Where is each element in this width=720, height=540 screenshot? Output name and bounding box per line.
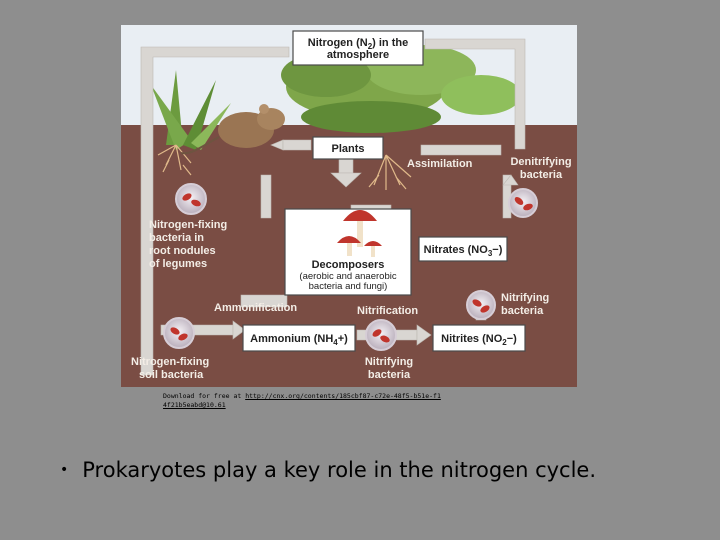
denitrifying-label: Denitrifying xyxy=(510,156,571,168)
mushroom-illustration xyxy=(337,210,382,257)
decomposers-line2: bacteria and fungi) xyxy=(309,281,388,292)
plants-box xyxy=(312,136,384,160)
fixing-root-label: Nitrogen-fixing xyxy=(149,219,227,231)
fixing-root-label-line4: of legumes xyxy=(149,258,207,270)
denitrifying-label-line2: bacteria xyxy=(520,169,563,181)
decomposers-line1: (aerobic and anaerobic xyxy=(299,271,396,282)
nitrifying-right-label: Nitrifying xyxy=(501,292,549,304)
nitrifying-right-label-line2: bacteria xyxy=(501,305,544,317)
fixing-soil-label-line2: soil bacteria xyxy=(139,369,204,381)
nitrifying-bottom-label: Nitrifying xyxy=(365,356,413,368)
bullet-point: • Prokaryotes play a key role in the nitr… xyxy=(60,458,596,482)
ammonium-label: Ammonium (NH4+) xyxy=(250,333,348,347)
atmosphere-box xyxy=(292,30,424,66)
nitrates-box xyxy=(418,236,508,262)
bullet-text: Prokaryotes play a key role in the nitro… xyxy=(82,458,597,482)
bullet-icon: • xyxy=(60,462,69,478)
fixing-soil-label: Nitrogen-fixing xyxy=(131,356,209,368)
ammonium-box xyxy=(242,324,356,352)
nitrates-label: Nitrates (NO3−) xyxy=(424,244,503,258)
nitrification-label: Nitrification xyxy=(357,305,418,317)
decomposers-title: Decomposers xyxy=(312,259,385,271)
atmosphere-label: Nitrogen (N2) in the xyxy=(308,37,408,51)
ammonification-label: Ammonification xyxy=(214,302,297,314)
nitrogen-cycle-diagram: Nitrogen (N2) in the atmosphere Plants A… xyxy=(121,25,577,387)
fixing-root-label-line3: root nodules xyxy=(149,245,216,257)
assimilation-label: Assimilation xyxy=(407,158,473,170)
credit-link[interactable]: http://cnx.org/contents/185cbf87-c72e-48… xyxy=(163,392,441,409)
download-credit: Download for free at http://cnx.org/cont… xyxy=(163,392,441,410)
nitrites-box xyxy=(432,324,526,352)
nitrifying-bottom-label-line2: bacteria xyxy=(368,369,411,381)
mouse-illustration xyxy=(180,104,285,155)
atmosphere-label-line2: atmosphere xyxy=(327,49,389,61)
plants-label: Plants xyxy=(331,143,364,155)
nitrites-label: Nitrites (NO2−) xyxy=(441,333,517,347)
credit-prefix: Download for free at xyxy=(163,392,246,400)
fixing-root-label-line2: bacteria in xyxy=(149,232,204,244)
